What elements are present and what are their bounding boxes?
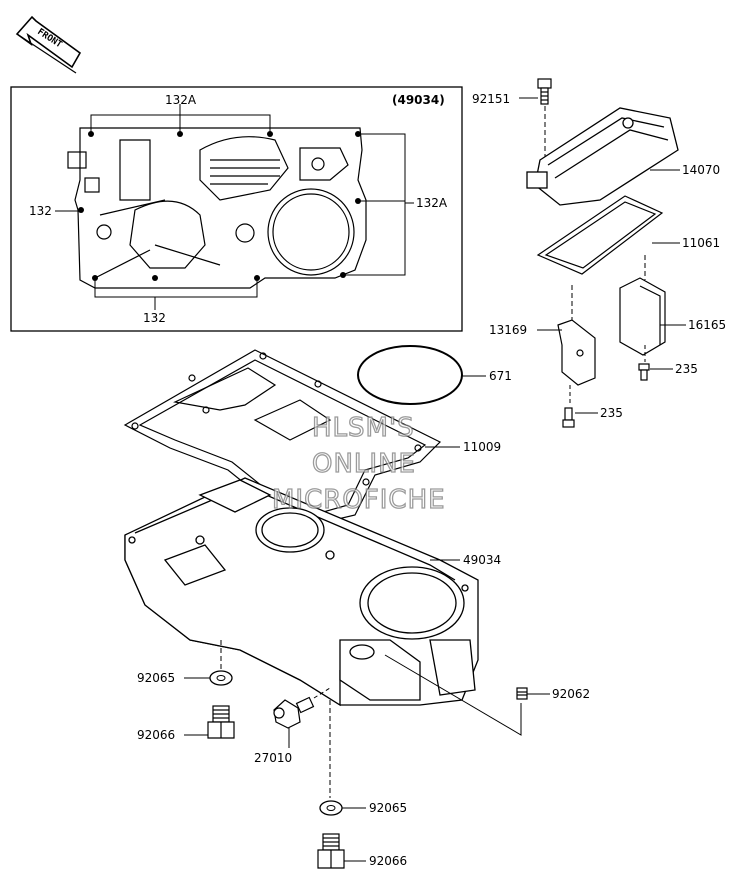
inset-label-132-bottom: 132 — [143, 311, 166, 325]
part-27010: 27010 — [254, 751, 292, 765]
oil-pan-gasket — [123, 349, 442, 529]
part-11009: 11009 — [463, 440, 501, 454]
watermark: HLSM'S ONLINE MICROFICHE — [271, 412, 446, 515]
plug-92066-left — [207, 705, 235, 739]
part-49034: 49034 — [463, 553, 501, 567]
breather-cover — [526, 107, 679, 206]
oil-pan — [124, 477, 479, 707]
part-13169: 13169 — [489, 323, 527, 337]
plug-92066-bottom — [317, 833, 345, 869]
part-92066-bottom: 92066 — [369, 854, 407, 868]
bolt-92151 — [537, 78, 552, 105]
part-235-right: 235 — [675, 362, 698, 376]
part-92065-bottom: 92065 — [369, 801, 407, 815]
inset-label-132a-top: 132A — [165, 93, 197, 107]
washer-92065-bottom — [319, 800, 343, 816]
part-92066-left: 92066 — [137, 728, 175, 742]
svg-text:HLSM'S: HLSM'S — [312, 413, 415, 443]
svg-text:ONLINE: ONLINE — [312, 449, 416, 479]
part-14070: 14070 — [682, 163, 720, 177]
screw-235-lower — [562, 407, 575, 428]
o-ring — [357, 345, 463, 405]
inset-leaders — [55, 104, 414, 310]
inset-label-132-left: 132 — [29, 204, 52, 218]
svg-text:MICROFICHE: MICROFICHE — [272, 485, 446, 515]
inset-frame — [10, 86, 463, 332]
part-235-lower: 235 — [600, 406, 623, 420]
dowel-92062 — [516, 687, 528, 700]
part-92151: 92151 — [472, 92, 510, 106]
breather-gasket — [536, 195, 664, 275]
part-92065-left: 92065 — [137, 671, 175, 685]
part-92062: 92062 — [552, 687, 590, 701]
part-11061: 11061 — [682, 236, 720, 250]
screw-235-right — [638, 363, 650, 381]
front-arrow-icon: FRONT — [15, 15, 82, 74]
inset-label-132a-right: 132A — [416, 196, 448, 210]
bracket-13169 — [557, 319, 596, 386]
washer-92065-left — [209, 670, 233, 686]
part-16165: 16165 — [688, 318, 726, 332]
breather-plate — [619, 277, 666, 356]
part-671: 671 — [489, 369, 512, 383]
inset-ref-label: (49034) — [392, 93, 445, 107]
pressure-switch-27010 — [273, 696, 315, 729]
oil-pan-bottom-view — [67, 127, 367, 289]
